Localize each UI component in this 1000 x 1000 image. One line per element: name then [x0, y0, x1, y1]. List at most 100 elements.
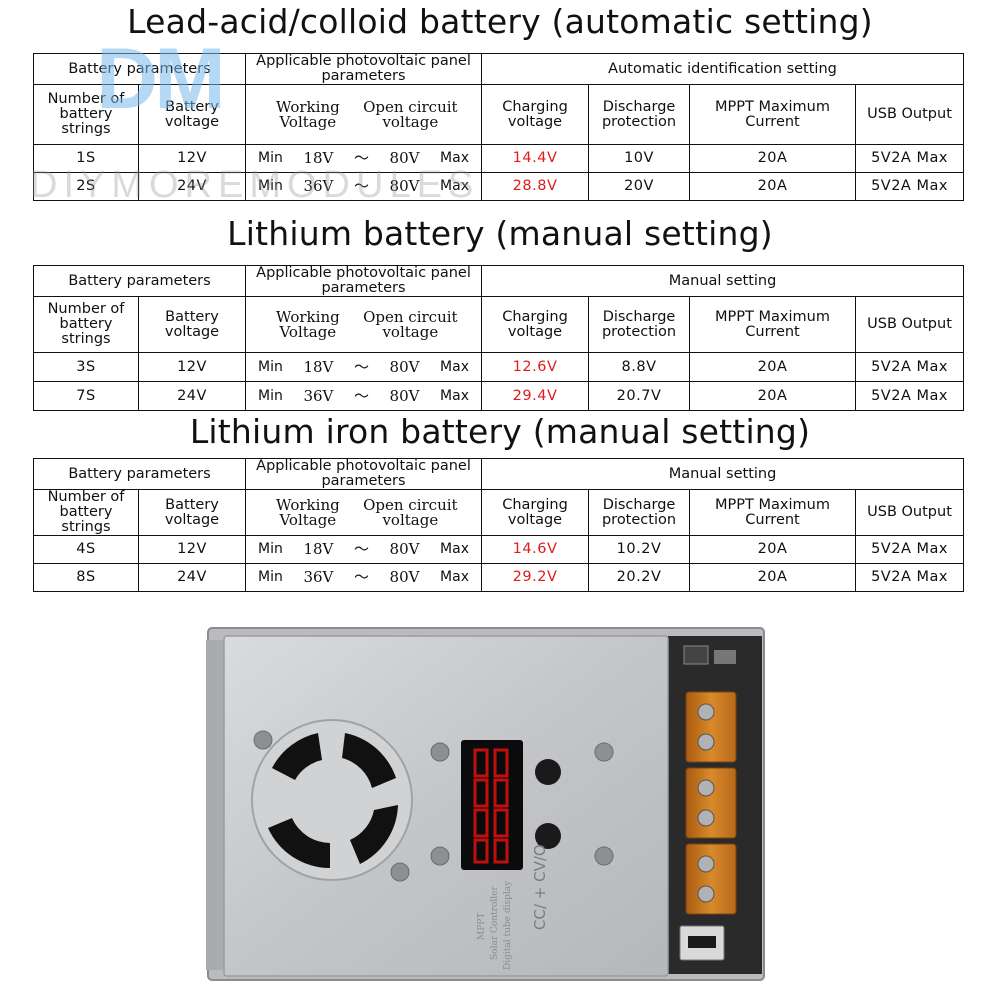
control-button-down	[535, 823, 561, 849]
screw-icon	[390, 862, 410, 882]
cell-charging: 14.4V	[481, 144, 590, 173]
header-charging-voltage: Charging voltage	[481, 84, 590, 145]
open-circuit-voltage: 80V	[389, 177, 420, 195]
max-label: Max	[440, 178, 469, 194]
max-label: Max	[440, 569, 469, 585]
cell-usb: 5V2A Max	[855, 381, 965, 411]
max-label: Max	[440, 358, 469, 375]
header-strings: Number of battery strings	[33, 84, 139, 145]
header-open-circuit: Open circuit voltage	[363, 495, 458, 529]
working-voltage: 36V	[303, 386, 334, 405]
section-title-lithium: Lithium battery (manual setting)	[227, 214, 773, 253]
cell-battery-voltage: 12V	[137, 352, 247, 382]
terminal-screw-icon	[697, 885, 715, 903]
display-digits	[473, 748, 509, 864]
screw-icon	[253, 730, 273, 750]
control-button-up	[535, 759, 561, 785]
header-battery-voltage: Battery voltage	[137, 84, 247, 145]
open-circuit-voltage: 80V	[389, 540, 420, 558]
left-flange	[206, 640, 226, 970]
open-circuit-voltage: 80V	[389, 357, 420, 376]
digital-display	[461, 740, 523, 870]
cell-mppt: 20A	[689, 535, 857, 564]
group-header-battery: Battery parameters	[32, 53, 247, 85]
spec-table-lead-acid: Battery parameters Applicable photovolta…	[32, 53, 965, 201]
cell-charging: 29.4V	[481, 381, 590, 411]
terminal-screw-icon	[697, 855, 715, 873]
header-battery-voltage: Battery voltage	[137, 296, 247, 353]
open-circuit-voltage: 80V	[389, 386, 420, 405]
mppt-controller-photo: CC/ + CV/O MPPT Solar Controller Digital…	[206, 627, 765, 981]
header-working-voltage: Working Voltage	[275, 495, 340, 529]
screw-icon	[594, 846, 614, 866]
cell-battery-voltage: 12V	[137, 144, 247, 173]
cell-discharge: 10.2V	[588, 535, 691, 564]
terminal-block	[685, 691, 737, 763]
header-mppt: MPPT Maximum Current	[689, 489, 857, 536]
open-circuit-voltage: 80V	[389, 568, 420, 586]
group-header-pv: Applicable photovoltaic panel parameters	[245, 265, 483, 297]
cell-strings: 1S	[33, 144, 139, 173]
terminal-screw-icon	[697, 809, 715, 827]
cell-usb: 5V2A Max	[855, 535, 965, 564]
range-separator: ～	[353, 386, 369, 405]
min-label: Min	[258, 178, 283, 194]
max-label: Max	[440, 541, 469, 557]
terminal-block	[685, 767, 737, 839]
header-open-circuit: Open circuit voltage	[363, 97, 458, 131]
spec-table-lithium-iron: Battery parameters Applicable photovolta…	[32, 458, 965, 592]
min-label: Min	[258, 150, 283, 166]
header-discharge: Discharge protection	[588, 489, 691, 536]
cell-battery-voltage: 24V	[137, 563, 247, 592]
front-label-mppt: MPPT	[477, 913, 487, 940]
working-voltage: 18V	[303, 357, 334, 376]
max-label: Max	[440, 387, 469, 404]
cell-discharge: 10V	[588, 144, 691, 173]
header-charging-voltage: Charging voltage	[481, 489, 590, 536]
header-mppt: MPPT Maximum Current	[689, 296, 857, 353]
group-header-setting: Manual setting	[481, 458, 965, 490]
fan-slot	[268, 818, 330, 868]
header-strings: Number of battery strings	[33, 296, 139, 353]
working-voltage: 18V	[303, 149, 334, 167]
fan-slot	[272, 733, 322, 780]
front-label-display: Digital tube display	[503, 880, 513, 970]
section-title-lead-acid: Lead-acid/colloid battery (automatic set…	[127, 2, 873, 41]
cell-mppt: 20A	[689, 563, 857, 592]
cell-mppt: 20A	[689, 144, 857, 173]
header-battery-voltage: Battery voltage	[137, 489, 247, 536]
cell-charging: 14.6V	[481, 535, 590, 564]
cell-strings: 7S	[33, 381, 139, 411]
terminal-block	[685, 843, 737, 915]
cell-charging: 28.8V	[481, 172, 590, 201]
section-title-lithium-iron: Lithium iron battery (manual setting)	[189, 412, 811, 451]
cell-mppt: 20A	[689, 381, 857, 411]
terminal-screw-icon	[697, 733, 715, 751]
header-charging-voltage: Charging voltage	[481, 296, 590, 353]
header-pv-voltages: Working Voltage Open circuit voltage	[245, 296, 483, 353]
header-usb: USB Output	[855, 296, 965, 353]
range-separator: ～	[353, 149, 369, 167]
cell-battery-voltage: 24V	[137, 381, 247, 411]
fan-slot	[350, 805, 398, 864]
working-voltage: 18V	[303, 540, 334, 558]
group-header-battery: Battery parameters	[32, 265, 247, 297]
max-label: Max	[440, 150, 469, 166]
screw-icon	[594, 742, 614, 762]
header-open-circuit: Open circuit voltage	[363, 307, 458, 341]
side-label: CC/ + CV/O	[531, 844, 549, 930]
cell-discharge: 20.2V	[588, 563, 691, 592]
group-header-pv: Applicable photovoltaic panel parameters	[245, 53, 483, 85]
cell-mppt: 20A	[689, 172, 857, 201]
group-header-pv: Applicable photovoltaic panel parameters	[245, 458, 483, 490]
range-separator: ～	[353, 540, 369, 558]
range-separator: ～	[353, 568, 369, 586]
cell-battery-voltage: 12V	[137, 535, 247, 564]
cell-strings: 2S	[33, 172, 139, 201]
header-working-voltage: Working Voltage	[275, 307, 340, 341]
cell-usb: 5V2A Max	[855, 144, 965, 173]
